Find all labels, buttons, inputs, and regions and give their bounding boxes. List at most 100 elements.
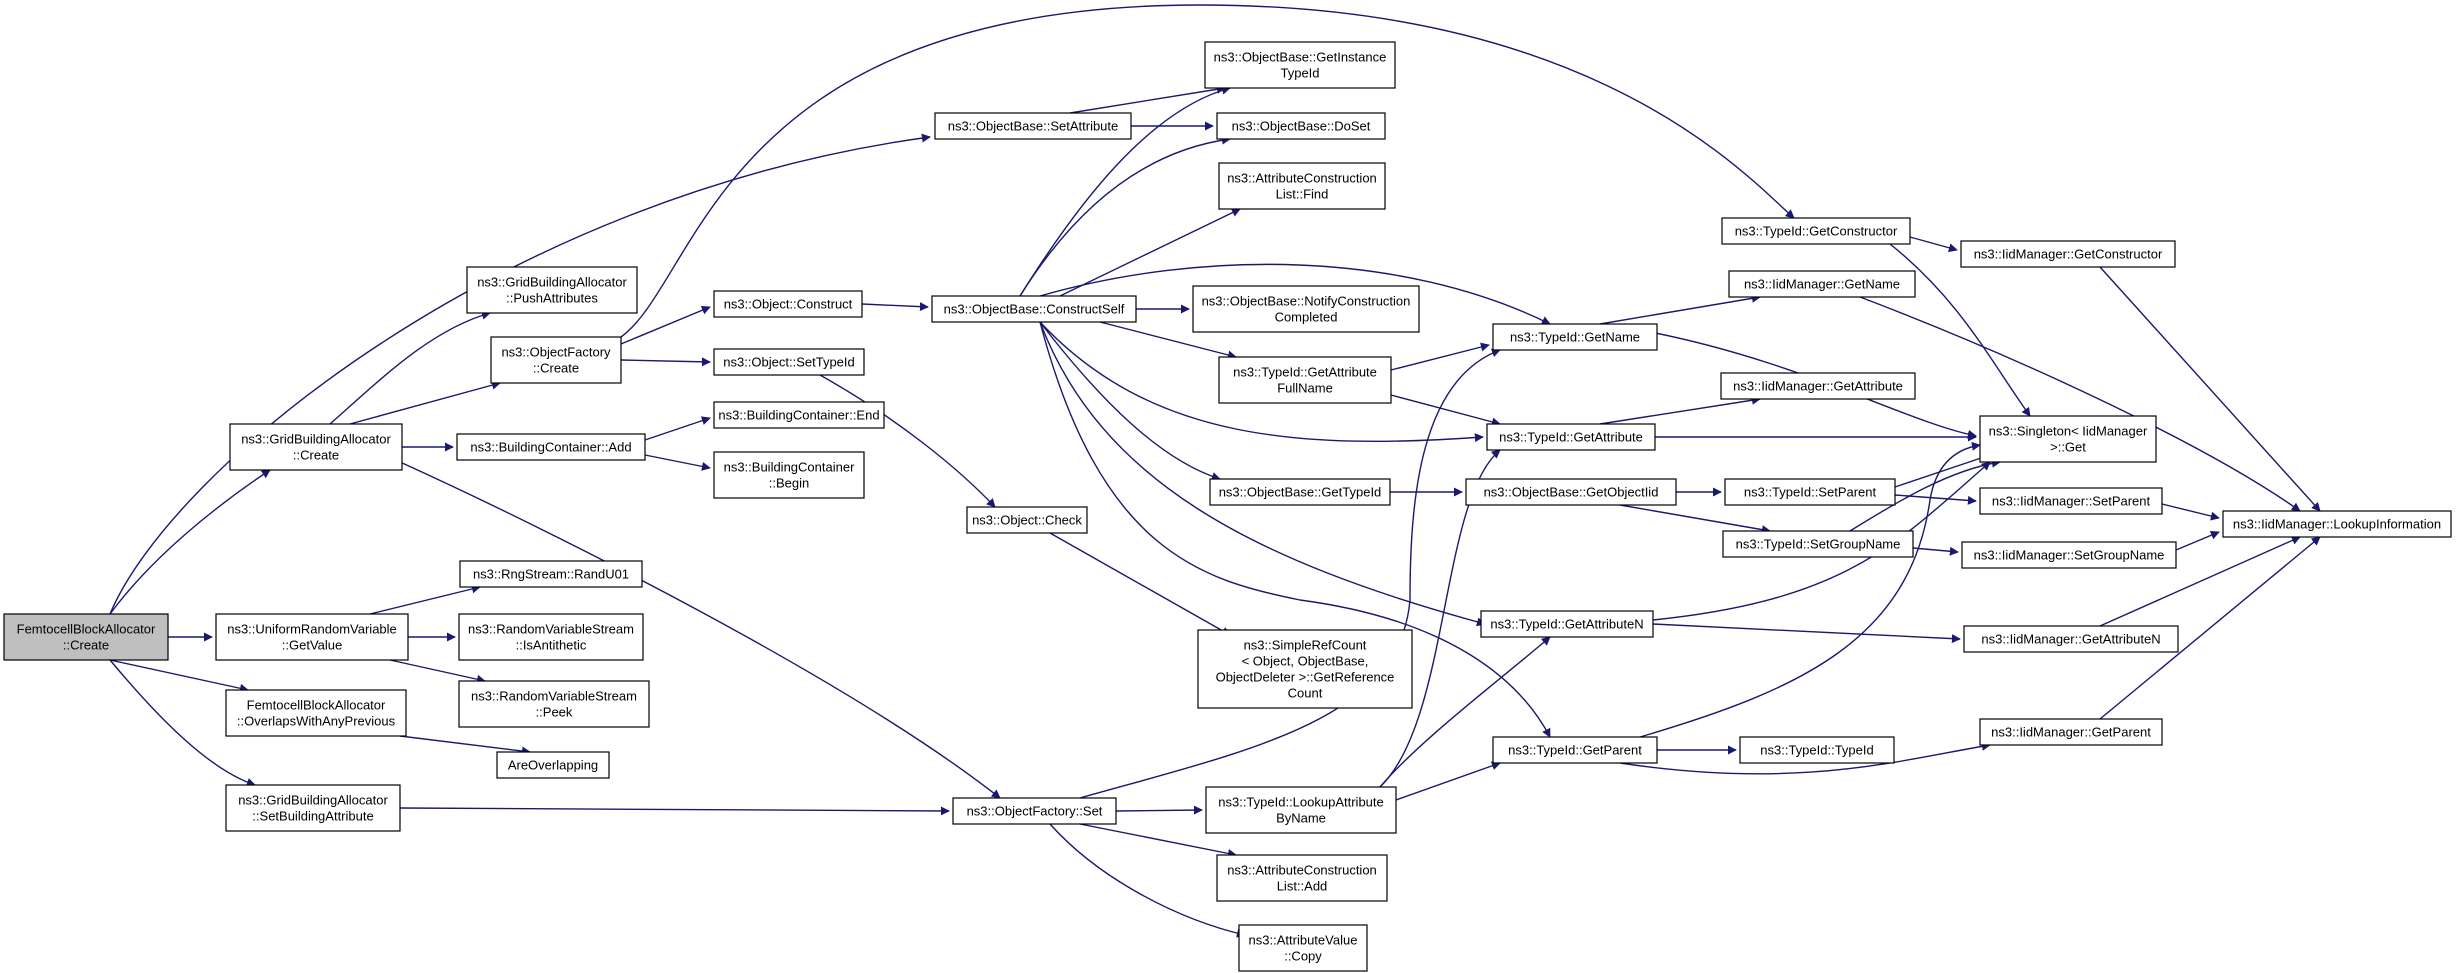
node-label-line: ns3::ObjectBase::GetInstance (1214, 50, 1387, 65)
node-box (490, 336, 622, 384)
node-of-create[interactable]: ns3::ObjectFactory::Create (490, 336, 622, 384)
edge-ob_constructself-to-tid_getattrfullname (1099, 321, 1237, 360)
node-box (1465, 478, 1677, 506)
node-tid-getconstructor[interactable]: ns3::TypeId::GetConstructor (1721, 217, 1911, 245)
node-tid-setgroupname[interactable]: ns3::TypeId::SetGroupName (1722, 530, 1914, 558)
node-label-line: ::GetValue (282, 638, 342, 653)
node-label-line: ns3::IidManager::SetGroupName (1974, 548, 2165, 563)
edge-line (109, 659, 249, 693)
node-label-line: ns3::TypeId::SetGroupName (1736, 537, 1901, 552)
node-iid-getattributen[interactable]: ns3::IidManager::GetAttributeN (1963, 625, 2179, 653)
node-tid-getparent[interactable]: ns3::TypeId::GetParent (1492, 736, 1658, 764)
node-label-line: FullName (1277, 381, 1333, 396)
node-box (1721, 217, 1911, 245)
edge-tid_getconstructor-to-singleton_get (1889, 243, 2031, 417)
node-ob-setattribute[interactable]: ns3::ObjectBase::SetAttribute (934, 112, 1132, 140)
node-iid-getattribute[interactable]: ns3::IidManager::GetAttribute (1720, 372, 1916, 400)
node-urv-getvalue[interactable]: ns3::UniformRandomVariable::GetValue (215, 613, 409, 661)
node-tid-setparent[interactable]: ns3::TypeId::SetParent (1724, 478, 1896, 506)
node-label-line: ns3::UniformRandomVariable (227, 622, 397, 637)
node-bc-begin[interactable]: ns3::BuildingContainer::Begin (713, 451, 865, 499)
edge-ob_getobjectiid-to-tid_setgroupname (1619, 504, 1771, 535)
node-box (1720, 372, 1916, 400)
node-box (1979, 487, 2163, 515)
node-rvs-isantithetic[interactable]: ns3::RandomVariableStream::IsAntithetic (458, 613, 644, 661)
node-iid-setgroupname[interactable]: ns3::IidManager::SetGroupName (1961, 541, 2177, 569)
node-ob-getobjectiid[interactable]: ns3::ObjectBase::GetObjectIid (1465, 478, 1677, 506)
node-label-line: ns3::Object::Construct (724, 297, 853, 312)
edge-line (1599, 293, 1761, 325)
node-av-copy[interactable]: ns3::AttributeValue::Copy (1238, 924, 1368, 972)
node-bc-end[interactable]: ns3::BuildingContainer::End (713, 401, 885, 429)
node-tid-typeid[interactable]: ns3::TypeId::TypeId (1739, 736, 1895, 764)
node-femto-overlaps[interactable]: FemtocellBlockAllocator::OverlapsWithAny… (225, 689, 407, 737)
node-box (1728, 270, 1916, 298)
node-of-set[interactable]: ns3::ObjectFactory::Set (952, 797, 1117, 825)
node-box (1979, 718, 2163, 746)
node-label-line: FemtocellBlockAllocator (247, 698, 386, 713)
node-label-line: ns3::ObjectFactory (501, 345, 611, 360)
node-label-line: TypeId (1280, 66, 1319, 81)
node-rvs-peek[interactable]: ns3::RandomVariableStream::Peek (458, 680, 650, 728)
node-obj-check[interactable]: ns3::Object::Check (966, 506, 1088, 534)
edge-line (1889, 243, 2031, 417)
node-ob-doset[interactable]: ns3::ObjectBase::DoSet (1216, 112, 1386, 140)
node-bc-add[interactable]: ns3::BuildingContainer::Add (456, 433, 646, 461)
node-femto-create[interactable]: FemtocellBlockAllocator::Create (3, 613, 169, 661)
node-ob-notify[interactable]: ns3::ObjectBase::NotifyConstructionCompl… (1192, 285, 1420, 333)
node-label-line: ns3::SimpleRefCount (1244, 638, 1367, 653)
edge-ob_setattribute-to-ob_getinstancetypeid (1069, 84, 1226, 114)
node-iid-getparent[interactable]: ns3::IidManager::GetParent (1979, 718, 2163, 746)
edge-urv_getvalue-to-rvs_peek (389, 659, 486, 684)
node-box (458, 613, 644, 661)
edge-of_create-to-obj_construct (620, 305, 711, 345)
node-gba-push[interactable]: ns3::GridBuildingAllocator::PushAttribut… (466, 266, 638, 314)
node-box (1204, 41, 1396, 89)
node-obj-settypeid[interactable]: ns3::Object::SetTypeId (713, 348, 865, 376)
edge-line (2099, 536, 2321, 720)
edge-tid_getattrfullname-to-tid_getattribute (1390, 394, 1501, 427)
node-label-line: ns3::TypeId::LookupAttribute (1218, 795, 1384, 810)
node-iid-lookupinfo[interactable]: ns3::IidManager::LookupInformation (2222, 510, 2452, 538)
node-src-getrefcount[interactable]: ns3::SimpleRefCount< Object, ObjectBase,… (1197, 629, 1413, 709)
node-rng-randu01[interactable]: ns3::RngStream::RandU01 (459, 560, 643, 588)
node-obj-construct[interactable]: ns3::Object::Construct (713, 290, 863, 318)
function-nodes: FemtocellBlockAllocator::Createns3::Grid… (3, 41, 2452, 972)
edge-ob_constructself-to-tid_getattributen (1039, 321, 1486, 627)
node-tid-getattributen[interactable]: ns3::TypeId::GetAttributeN (1480, 610, 1654, 638)
node-box (496, 751, 610, 779)
node-tid-getattribute[interactable]: ns3::TypeId::GetAttribute (1486, 423, 1656, 451)
node-gba-create[interactable]: ns3::GridBuildingAllocator::Create (229, 423, 403, 471)
node-box (458, 680, 650, 728)
edge-line (369, 584, 481, 615)
node-label-line: List::Find (1276, 187, 1329, 202)
node-iid-setparent[interactable]: ns3::IidManager::SetParent (1979, 487, 2163, 515)
edge-tid_lookupattr-to-tid_getattributen (1379, 636, 1551, 788)
node-ob-constructself[interactable]: ns3::ObjectBase::ConstructSelf (931, 295, 1137, 323)
node-label-line: ns3::TypeId::SetParent (1744, 485, 1877, 500)
node-label-line: ns3::GridBuildingAllocator (477, 275, 627, 290)
edge-urv_getvalue-to-rng_randu01 (369, 584, 481, 615)
node-iid-getname[interactable]: ns3::IidManager::GetName (1728, 270, 1916, 298)
node-box (1205, 786, 1397, 834)
node-gba-setbuilding[interactable]: ns3::GridBuildingAllocator::SetBuildingA… (225, 784, 401, 832)
node-box (1979, 415, 2157, 463)
node-box (952, 797, 1117, 825)
node-ob-gettypeid[interactable]: ns3::ObjectBase::GetTypeId (1209, 478, 1391, 506)
node-are-overlapping[interactable]: AreOverlapping (496, 751, 610, 779)
node-iid-getconstructor[interactable]: ns3::IidManager::GetConstructor (1960, 240, 2176, 268)
edge-femto_overlaps-to-are_overlapping (399, 735, 531, 756)
edge-obj_construct-to-ob_constructself (861, 302, 929, 312)
edge-tid_getparent-to-singleton_get (1639, 441, 1981, 738)
node-label-line: ns3::RandomVariableStream (468, 622, 634, 637)
edge-ob_constructself-to-ob_doset (1019, 135, 1231, 297)
node-tid-getname[interactable]: ns3::TypeId::GetName (1492, 323, 1658, 351)
node-singleton-get[interactable]: ns3::Singleton< IidManager>::Get (1979, 415, 2157, 463)
edge-bc_add-to-bc_end (644, 416, 711, 441)
